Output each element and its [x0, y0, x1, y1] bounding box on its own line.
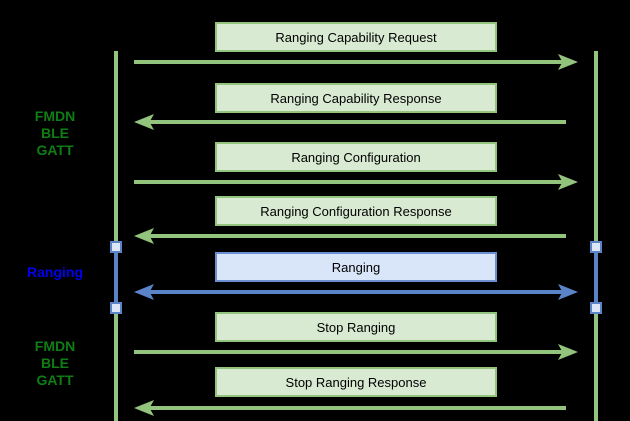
ranging-endpoint-square-right-bottom	[590, 302, 602, 314]
lifeline-left	[114, 51, 118, 421]
message-box-ranging-configuration-response: Ranging Configuration Response	[215, 196, 497, 226]
arrow-right-stop-ranging	[134, 344, 578, 360]
phase-label-line: FMDN	[34, 338, 76, 354]
arrow-shaft	[148, 120, 566, 124]
phase-label-line: GATT	[36, 372, 74, 388]
arrow-left-stop-ranging-response	[134, 400, 578, 416]
arrow-right-ranging-configuration	[134, 174, 578, 190]
message-box-ranging-capability-request: Ranging Capability Request	[215, 22, 497, 52]
message-label: Ranging Capability Response	[270, 90, 442, 106]
phase-label-line: GATT	[36, 142, 74, 158]
message-label: Ranging Configuration	[291, 149, 421, 165]
phase-label-line: BLE	[41, 125, 69, 141]
phase-label-fmdn-ble-gatt-top: FMDN BLE GATT	[0, 108, 110, 159]
arrow-shaft	[148, 406, 566, 410]
arrow-bidirectional-ranging	[134, 284, 578, 300]
arrow-shaft	[134, 180, 564, 184]
lifeline-right	[594, 51, 598, 421]
message-box-stop-ranging: Stop Ranging	[215, 312, 497, 342]
phase-label-ranging: Ranging	[0, 264, 110, 281]
message-label: Stop Ranging	[316, 319, 396, 335]
phase-label-line: BLE	[41, 355, 69, 371]
arrow-shaft	[148, 290, 564, 294]
ranging-endpoint-square-left-top	[110, 241, 122, 253]
message-box-stop-ranging-response: Stop Ranging Response	[215, 367, 497, 397]
arrow-shaft	[134, 350, 564, 354]
phase-label-fmdn-ble-gatt-bottom: FMDN BLE GATT	[0, 338, 110, 389]
lifeline-left-ranging-segment	[114, 247, 118, 308]
lifeline-right-ranging-segment	[594, 247, 598, 308]
phase-label-line: Ranging	[27, 264, 83, 280]
message-label: Ranging Capability Request	[275, 29, 437, 45]
message-box-ranging-configuration: Ranging Configuration	[215, 142, 497, 172]
phase-label-line: FMDN	[34, 108, 76, 124]
ranging-endpoint-square-right-top	[590, 241, 602, 253]
arrow-right-ranging-capability-request	[134, 54, 578, 70]
message-label: Ranging	[331, 259, 381, 275]
message-box-ranging: Ranging	[215, 252, 497, 282]
arrow-left-ranging-configuration-response	[134, 228, 578, 244]
message-label: Ranging Configuration Response	[260, 203, 452, 219]
ranging-endpoint-square-left-bottom	[110, 302, 122, 314]
arrow-shaft	[134, 60, 564, 64]
arrow-left-ranging-capability-response	[134, 114, 578, 130]
message-label: Stop Ranging Response	[285, 374, 427, 390]
arrow-shaft	[148, 234, 566, 238]
message-box-ranging-capability-response: Ranging Capability Response	[215, 83, 497, 113]
